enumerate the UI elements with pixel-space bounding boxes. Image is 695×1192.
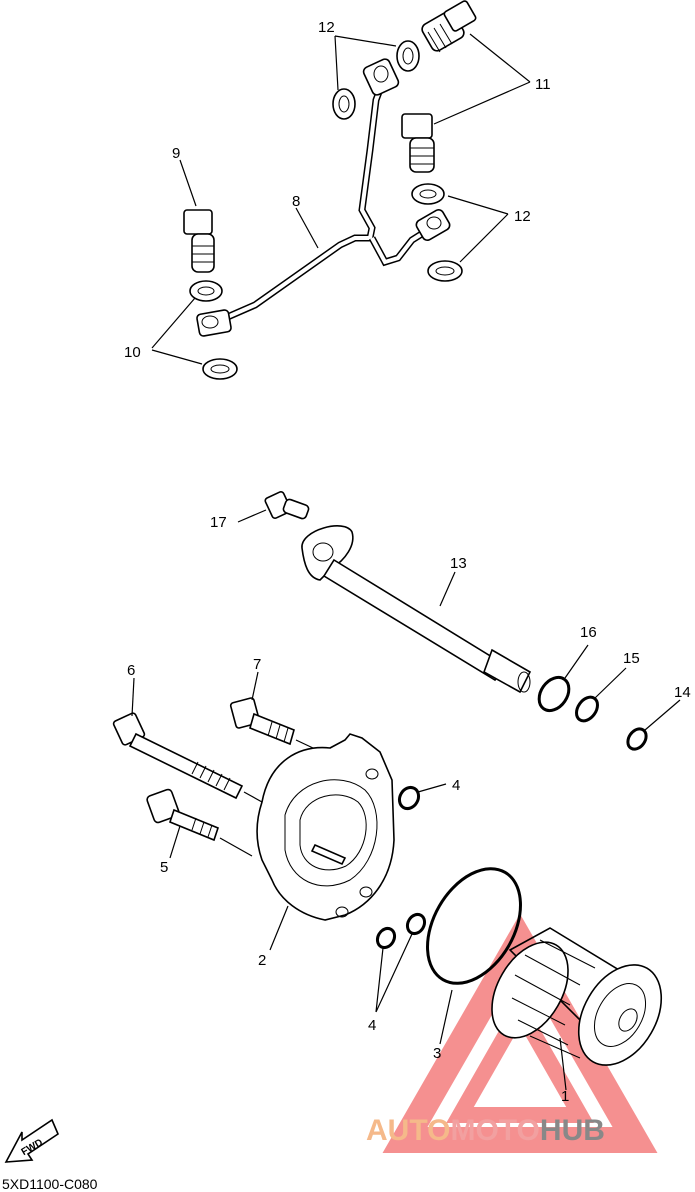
callout-5: 5 bbox=[160, 859, 168, 876]
fwd-arrow: FWD bbox=[4, 1118, 59, 1163]
union-bolt-11-top bbox=[421, 0, 477, 53]
oil-filter bbox=[491, 927, 663, 1066]
bolt-5 bbox=[146, 788, 219, 842]
watermark-part-auto: AUTO bbox=[366, 1114, 450, 1147]
callout-9: 9 bbox=[172, 145, 180, 162]
watermark-triangle bbox=[382, 913, 658, 1153]
bolt-7 bbox=[229, 697, 295, 746]
filter-housing-group bbox=[112, 671, 663, 1091]
watermark bbox=[382, 913, 658, 1153]
callout-2: 2 bbox=[258, 952, 266, 969]
callout-10: 10 bbox=[124, 344, 141, 361]
bolt-17 bbox=[264, 490, 310, 520]
callouts: 1 2 3 4 4 5 6 7 8 9 10 11 12 12 13 14 15… bbox=[124, 19, 691, 1105]
callout-4-right: 4 bbox=[452, 777, 460, 794]
callout-12-top: 12 bbox=[318, 19, 335, 36]
callout-13: 13 bbox=[450, 555, 467, 572]
watermark-part-moto: MOTO bbox=[450, 1114, 539, 1147]
callout-3: 3 bbox=[433, 1045, 441, 1062]
oil-pipe-13-group bbox=[237, 490, 681, 751]
callout-12-right: 12 bbox=[514, 208, 531, 225]
watermark-text: AUTOMOTOHUB bbox=[366, 1114, 605, 1147]
bolt-6 bbox=[112, 712, 244, 800]
callout-7: 7 bbox=[253, 656, 261, 673]
callout-8: 8 bbox=[292, 193, 300, 210]
union-bolt-11-bottom bbox=[401, 113, 435, 173]
oil-pipe-assembly bbox=[151, 0, 531, 380]
callout-14: 14 bbox=[674, 684, 691, 701]
callout-1: 1 bbox=[561, 1088, 569, 1105]
union-bolt-9 bbox=[183, 209, 215, 273]
watermark-part-hub: HUB bbox=[540, 1114, 605, 1147]
callout-17: 17 bbox=[210, 514, 227, 531]
callout-4-bottom: 4 bbox=[368, 1017, 376, 1034]
callout-11: 11 bbox=[535, 76, 551, 93]
diagram-code: 5XD1100-C080 bbox=[2, 1176, 98, 1192]
callout-16: 16 bbox=[580, 624, 597, 641]
callout-6: 6 bbox=[127, 662, 135, 679]
callout-15: 15 bbox=[623, 650, 640, 667]
